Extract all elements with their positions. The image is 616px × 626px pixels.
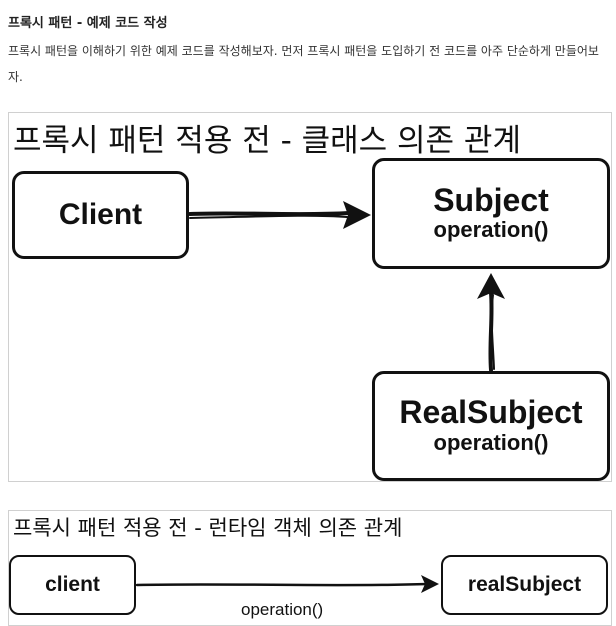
realsubject-class-name: RealSubject: [399, 394, 583, 430]
realsubject-object-name: realSubject: [467, 572, 582, 596]
runtime-dependency-diagram: 프록시 패턴 적용 전 - 런타임 객체 의존 관계 client realSu…: [8, 510, 612, 626]
subject-method: operation(): [433, 217, 549, 243]
realsubject-object-box: realSubject: [441, 555, 608, 615]
client-object-name: client: [45, 572, 100, 596]
class-diagram-arrows: [188, 201, 505, 372]
subject-class-box: Subject operation(): [372, 158, 610, 269]
section-heading: 프록시 패턴 - 예제 코드 작성: [8, 16, 168, 31]
intro-paragraph: 프록시 패턴을 이해하기 위한 예제 코드를 작성해보자. 먼저 프록시 패턴을…: [8, 44, 599, 84]
class-diagram-title: 프록시 패턴 적용 전 - 클래스 의존 관계: [13, 123, 521, 159]
realsubject-class-box: RealSubject operation(): [372, 371, 610, 481]
call-label: operation(): [241, 600, 324, 619]
client-class-box: Client: [12, 171, 189, 259]
class-dependency-diagram: 프록시 패턴 적용 전 - 클래스 의존 관계 Client Subject o…: [8, 112, 612, 482]
call-arrow-client-to-realsubject: [135, 575, 439, 593]
runtime-diagram-arrows: [135, 575, 439, 593]
runtime-diagram-title: 프록시 패턴 적용 전 - 런타임 객체 의존 관계: [13, 516, 403, 540]
client-object-box: client: [9, 555, 136, 615]
dependency-arrow-realsubject-to-subject: [477, 273, 505, 372]
client-class-name: Client: [58, 198, 143, 232]
dependency-arrow-client-to-subject: [188, 201, 371, 229]
subject-class-name: Subject: [433, 181, 549, 218]
realsubject-method: operation(): [433, 429, 549, 455]
